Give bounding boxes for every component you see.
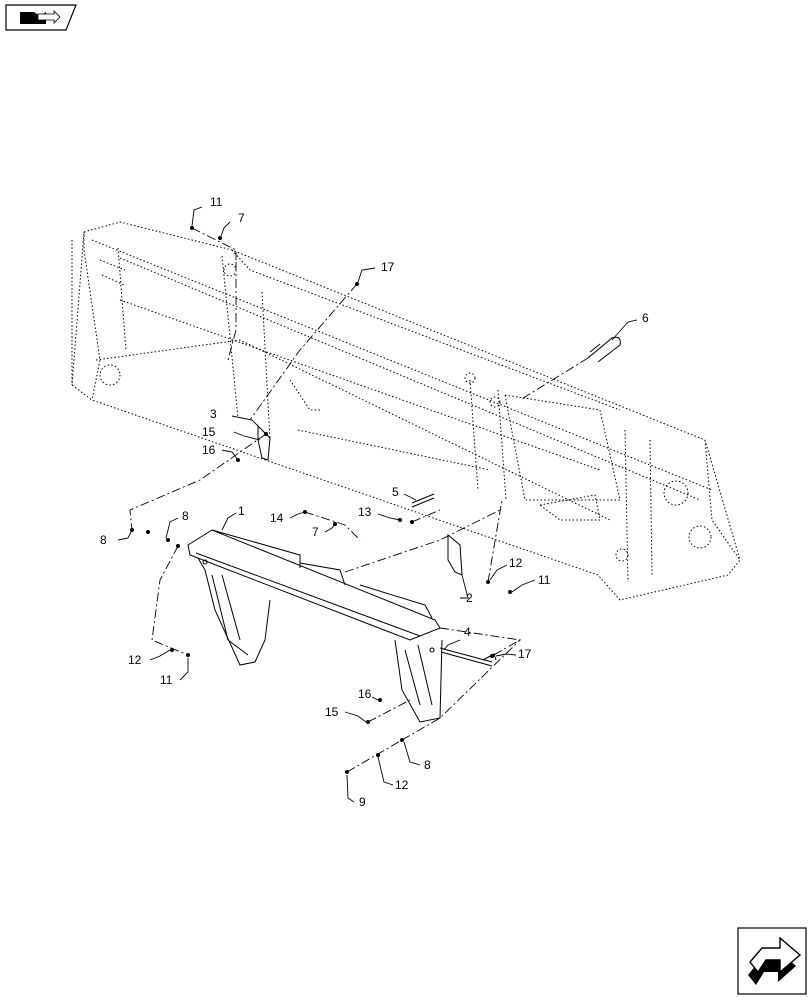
- u-bolt: [587, 336, 621, 363]
- callout-11-right: 11: [538, 573, 551, 587]
- small-bracket: [447, 533, 463, 576]
- callout-12-right: 12: [509, 556, 523, 570]
- callout-1: 1: [238, 504, 245, 518]
- header-frame: [71, 221, 741, 601]
- callout-15-top: 15: [202, 425, 216, 439]
- callout-11-left: 11: [160, 673, 173, 687]
- callout-16-bottom: 16: [358, 687, 372, 701]
- main-bracket: [187, 529, 443, 723]
- pin: [411, 493, 435, 508]
- callout-16-top: 16: [202, 443, 216, 457]
- callout-15-bottom: 15: [325, 705, 339, 719]
- callout-leaders: [117, 206, 638, 803]
- clip: [257, 424, 271, 461]
- callout-17-right: 17: [518, 647, 532, 661]
- callout-17-top: 17: [381, 260, 395, 274]
- callout-14: 14: [270, 511, 284, 525]
- callout-7-mid: 7: [312, 525, 319, 539]
- callout-12-left: 12: [128, 653, 142, 667]
- callout-10: 11: [210, 195, 223, 209]
- hardware-fasteners: [130, 226, 512, 774]
- callout-8-mid: 8: [182, 509, 189, 523]
- callout-13: 13: [358, 505, 372, 519]
- callout-9: 9: [359, 795, 366, 809]
- callout-3: 3: [210, 407, 217, 421]
- assembly-lines: [129, 227, 589, 773]
- callout-7-top: 7: [238, 211, 245, 225]
- callout-6: 6: [642, 311, 649, 325]
- callout-8-left: 8: [100, 533, 107, 547]
- callout-labels: 11 7 17 6 3 15 16 1 8 8 14 7 13 5 2 12 1…: [100, 195, 649, 809]
- callout-5: 5: [392, 485, 399, 499]
- callout-12-bottom: 12: [395, 778, 409, 792]
- callout-8-bottom: 8: [424, 758, 431, 772]
- book-arrow-icon[interactable]: [5, 4, 77, 31]
- callout-4: 4: [464, 625, 471, 639]
- rod: [439, 647, 497, 667]
- next-page-arrow-icon[interactable]: [737, 927, 807, 995]
- callout-2: 2: [466, 591, 473, 605]
